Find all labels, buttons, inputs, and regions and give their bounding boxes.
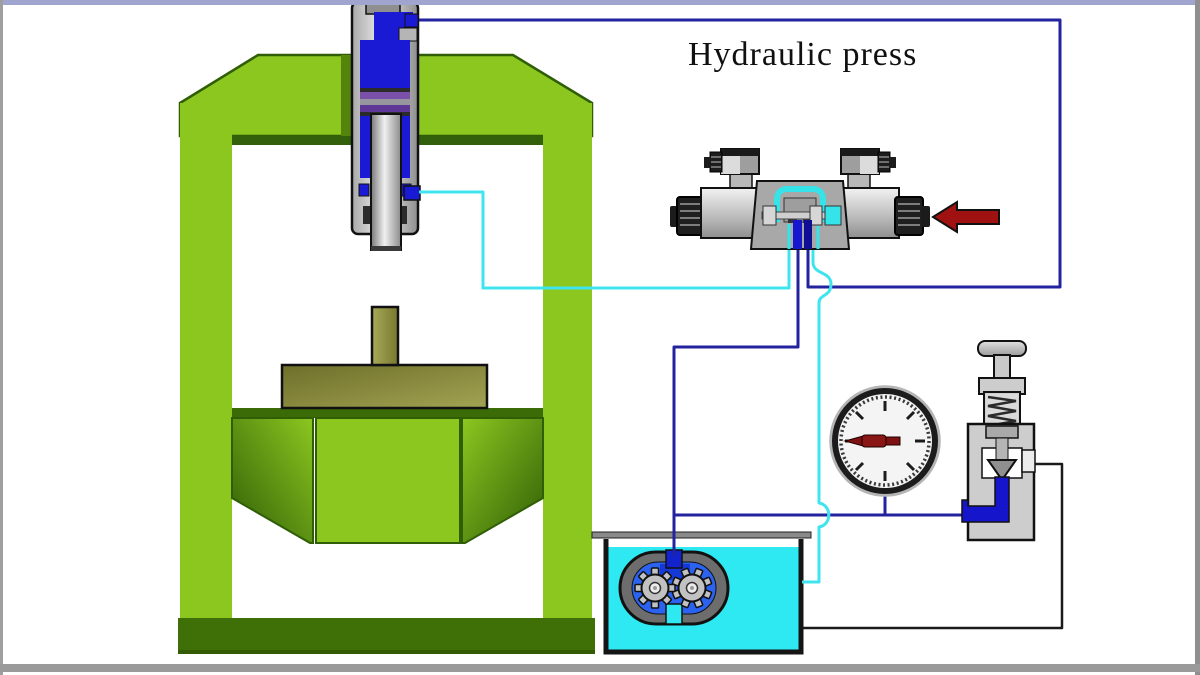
relief-adjust-knob bbox=[977, 340, 1027, 357]
piston-band-mid bbox=[360, 99, 410, 105]
line-blue-cylinder-top-loop bbox=[419, 18, 1062, 289]
workpiece bbox=[280, 305, 489, 410]
press-table-right-wing bbox=[461, 417, 544, 544]
connector-box-panel bbox=[721, 156, 740, 174]
line-cyan-cylinder-side bbox=[419, 190, 791, 290]
gear-axle bbox=[653, 586, 657, 590]
valve-blue-channel-a bbox=[793, 220, 802, 249]
gear-axle bbox=[690, 586, 694, 590]
connector-box-top bbox=[841, 149, 879, 156]
piston-rod-tip bbox=[371, 246, 401, 251]
relief-blue-passage bbox=[961, 476, 1010, 523]
relief-spring bbox=[987, 395, 1017, 428]
cylinder-side-port bbox=[403, 185, 421, 201]
connector-box-top bbox=[721, 149, 759, 156]
gauge-ticks bbox=[845, 401, 925, 481]
annulus-fluid-right bbox=[400, 116, 410, 178]
workpiece-platform bbox=[280, 363, 489, 410]
piston bbox=[360, 88, 410, 116]
flow-direction-arrow bbox=[931, 200, 1000, 234]
annulus-fluid-left bbox=[360, 116, 370, 178]
piston-ring-upper bbox=[360, 92, 410, 99]
pump-outlet-stub bbox=[665, 603, 683, 625]
cap-ridges-right bbox=[898, 203, 920, 226]
gland-seal-left bbox=[363, 206, 372, 224]
border-right bbox=[1195, 0, 1200, 675]
border-bottom bbox=[0, 664, 1200, 672]
piston-ring-lower bbox=[360, 105, 410, 112]
pressure-relief-valve bbox=[961, 340, 1036, 542]
border-left bbox=[0, 0, 3, 675]
valve-end-stub-right bbox=[921, 206, 930, 227]
valve-blue-channel-b bbox=[804, 220, 812, 249]
relief-adjust-stem bbox=[993, 354, 1011, 381]
piston-band-top bbox=[360, 88, 410, 92]
gland-fluid-left bbox=[358, 183, 370, 197]
press-left-column bbox=[180, 103, 232, 618]
solenoid-connector-left bbox=[704, 148, 760, 191]
press-base-edge bbox=[178, 650, 595, 654]
cylinder-top-port-step bbox=[398, 27, 418, 42]
press-right-column bbox=[543, 103, 592, 618]
pressure-gauge bbox=[829, 385, 941, 497]
piston-rod bbox=[370, 113, 402, 251]
connector-pin bbox=[889, 157, 896, 168]
workpiece-stem bbox=[370, 305, 400, 367]
valve-cyan-arch bbox=[774, 186, 826, 222]
valve-spool-land-right bbox=[809, 205, 823, 226]
gauge-needle bbox=[843, 434, 901, 448]
gear-pump bbox=[618, 549, 730, 626]
press-table-strip bbox=[232, 408, 543, 418]
page-title: Hydraulic press bbox=[688, 36, 918, 73]
press-base bbox=[178, 618, 595, 654]
valve-knurled-cap-right bbox=[894, 196, 924, 236]
pump-gear-right bbox=[671, 567, 713, 609]
relief-piston bbox=[985, 425, 1019, 439]
connector-box-panel bbox=[860, 156, 879, 174]
relief-poppet-cone bbox=[986, 459, 1018, 482]
connector-pin bbox=[704, 157, 711, 168]
border-top bbox=[0, 0, 1200, 5]
hydraulic-press-frame bbox=[178, 53, 595, 654]
tank-walls bbox=[603, 539, 804, 655]
valve-spool-land-left bbox=[762, 205, 777, 226]
needle-hub bbox=[861, 434, 887, 448]
hydraulic-lines bbox=[419, 18, 1064, 630]
line-cyan-tank-return bbox=[802, 249, 833, 584]
needle-tail bbox=[885, 436, 901, 446]
press-table-left-wing bbox=[231, 417, 314, 544]
cylinder-top-port bbox=[404, 13, 419, 28]
relief-outlet-tab bbox=[1021, 449, 1036, 473]
solenoid-directional-valve bbox=[670, 148, 930, 250]
tank-flange bbox=[591, 531, 812, 539]
line-black-relief-return bbox=[803, 462, 1064, 630]
relief-poppet-stem bbox=[995, 437, 1009, 461]
gauge-halo-ring bbox=[829, 385, 941, 497]
valve-cyan-port-cell bbox=[824, 205, 842, 226]
hydraulic-cylinder bbox=[350, 0, 421, 251]
gauge-bezel-knurl bbox=[839, 395, 931, 487]
gland-seal-right bbox=[398, 206, 407, 224]
beam-shade-left-of-cylinder bbox=[341, 55, 352, 136]
pump-gear-left bbox=[634, 567, 676, 609]
cylinder-upper-chamber bbox=[360, 40, 410, 90]
solenoid-connector-right bbox=[840, 148, 896, 191]
press-table-center bbox=[315, 417, 461, 544]
line-blue-pump-pressure bbox=[672, 250, 800, 556]
cap-ridges-left bbox=[680, 203, 702, 226]
